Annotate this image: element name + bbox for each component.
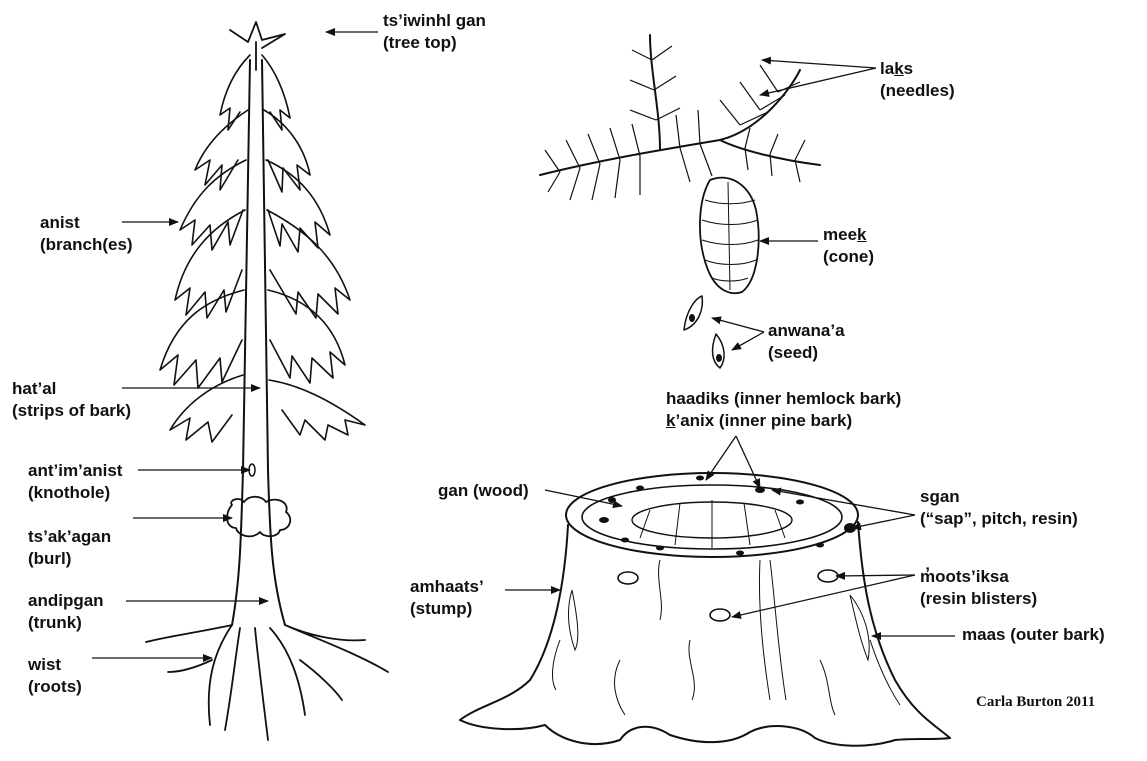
credit-text: Carla Burton 2011 <box>976 694 1095 711</box>
label-trunk: andipgan(trunk) <box>28 590 104 634</box>
label-wood: gan (wood) <box>438 480 529 502</box>
label-burl: ts’ak’agan(burl) <box>28 526 111 570</box>
resin-blister-3 <box>710 609 730 621</box>
burl-mark <box>227 497 290 537</box>
tree-roots <box>146 625 388 740</box>
label-tree-top: ts’iwinhl gan(tree top) <box>383 10 486 54</box>
branch-needles <box>545 46 805 200</box>
label-seed: anwana’a(seed) <box>768 320 845 364</box>
label-stump: amhaats’(stump) <box>410 576 484 620</box>
label-sap: sgan(“sap”, pitch, resin) <box>920 486 1078 530</box>
label-resin-blisters: m̓oots’iksa(resin blisters) <box>920 566 1037 610</box>
label-needles: laks (needles) <box>880 58 955 102</box>
resin-blister-2 <box>818 570 838 582</box>
stump-rings <box>640 500 785 548</box>
label-branches: anist(branch(es) <box>40 212 133 256</box>
label-inner-bark: haadiks (inner hemlock bark) k’anix (inn… <box>666 388 901 432</box>
label-roots: wist(roots) <box>28 654 82 698</box>
stump-drawing <box>460 473 950 746</box>
label-knothole: ant’im’anist(knothole) <box>28 460 122 504</box>
resin-blister-1 <box>618 572 638 584</box>
label-outer-bark: maas (outer bark) <box>962 624 1105 646</box>
branch-drawing <box>540 35 820 368</box>
seed-mark <box>684 296 702 330</box>
tree-drawing <box>146 22 388 740</box>
label-cone: meek (cone) <box>823 224 874 268</box>
label-strips-of-bark: hat’al(strips of bark) <box>12 378 131 422</box>
outer-bark-texture <box>553 560 900 715</box>
